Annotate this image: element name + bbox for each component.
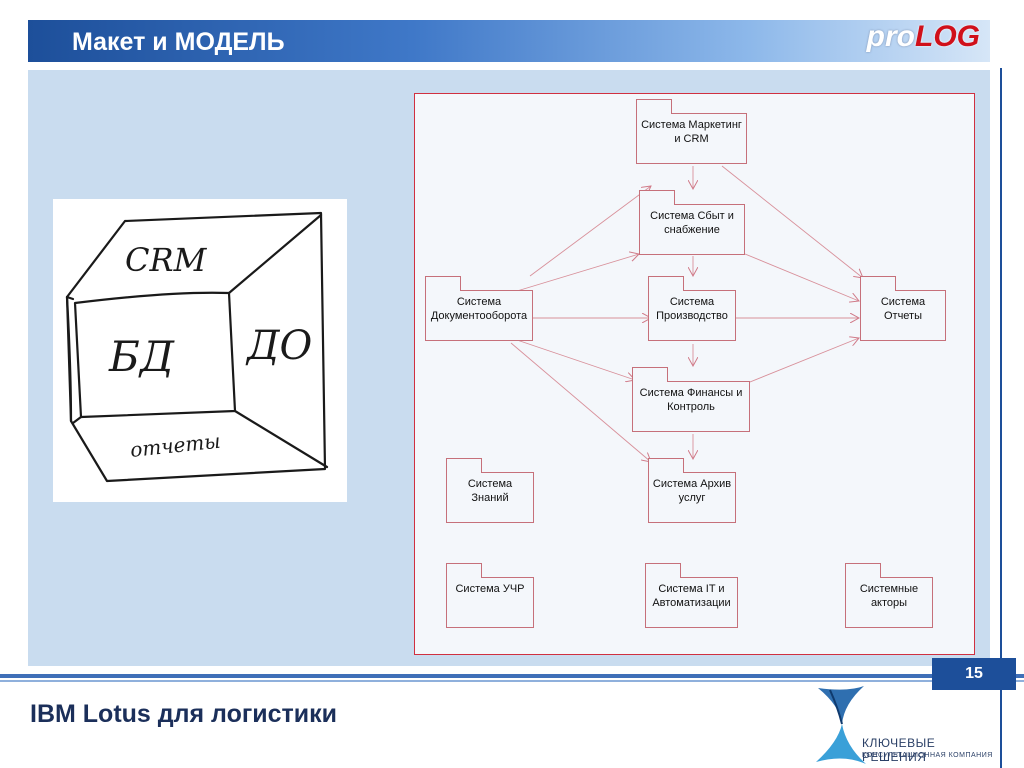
package-tab	[645, 563, 681, 578]
package-knowledge[interactable]: Система Знаний	[446, 458, 534, 523]
arrow-finance-reports	[744, 338, 859, 385]
package-label: Система УЧР	[455, 583, 525, 595]
package-hr[interactable]: Система УЧР	[446, 563, 534, 628]
package-label: Системные акторы	[859, 583, 919, 609]
package-docflow[interactable]: Система Документооборота	[425, 276, 533, 341]
right-divider	[1000, 68, 1002, 768]
package-tab	[860, 276, 896, 291]
sketch-label-reports: отчеты	[129, 429, 222, 462]
package-tab	[446, 563, 482, 578]
hourglass-icon	[816, 686, 866, 764]
sketch-cube-drawing: CRM БД ДО отчеты	[65, 211, 329, 483]
sketch-label-crm: CRM	[125, 241, 208, 279]
package-label: Система Документооборота	[430, 296, 528, 322]
package-marketing-crm[interactable]: Система Маркетинг и CRM	[636, 99, 747, 164]
package-label: Система Производство	[656, 296, 728, 322]
package-it-automation[interactable]: Система IT и Автоматизации	[645, 563, 738, 628]
package-label: Система Отчеты	[880, 296, 926, 322]
package-tab	[632, 367, 668, 382]
slide-title: Макет и МОДЕЛЬ	[72, 28, 285, 56]
package-tab	[845, 563, 881, 578]
package-finance-control[interactable]: Система Финансы и Контроль	[632, 367, 750, 432]
arrow-sales-reports	[744, 253, 859, 301]
package-label: Система Сбыт и снабжение	[650, 210, 734, 236]
package-tab	[648, 276, 684, 291]
package-reports[interactable]: Система Отчеты	[860, 276, 946, 341]
package-tab	[425, 276, 461, 291]
package-system-actors[interactable]: Системные акторы	[845, 563, 933, 628]
package-tab	[636, 99, 672, 114]
footer-rule-light	[0, 680, 1024, 682]
package-label: Система Знаний	[467, 478, 513, 504]
package-archive[interactable]: Система Архив услуг	[648, 458, 736, 523]
package-label: Система IT и Автоматизации	[652, 583, 731, 609]
dependency-arrows	[510, 165, 976, 656]
company-name: КЛЮЧЕВЫЕ РЕШЕНИЯ	[862, 736, 936, 764]
arrow-docflow-finance	[516, 339, 635, 380]
company-logo: КЛЮЧЕВЫЕ РЕШЕНИЯ КОНСУЛЬТАЦИОННАЯ КОМПАН…	[800, 684, 1000, 768]
package-production[interactable]: Система Производство	[648, 276, 736, 341]
package-tab	[446, 458, 482, 473]
sketch-label-do: ДО	[245, 323, 312, 369]
sketch-label-bd: БД	[108, 332, 175, 381]
hand-sketch: CRM БД ДО отчеты	[53, 199, 347, 502]
logo-log: LOG	[915, 20, 980, 53]
package-label: Система Архив услуг	[652, 478, 732, 504]
arrow-docflow-archive	[510, 342, 651, 462]
package-diagram: Система Маркетинг и CRM Система Сбыт и с…	[414, 93, 975, 655]
prolog-logo: proLOG	[867, 20, 980, 54]
logo-pro: pro	[866, 20, 915, 53]
company-subtitle: КОНСУЛЬТАЦИОННАЯ КОМПАНИЯ	[862, 752, 993, 759]
footer-rule	[0, 674, 1024, 678]
arrow-docflow-marketing	[529, 186, 651, 277]
arrow-docflow-sales	[516, 254, 639, 292]
package-label: Система Финансы и Контроль	[639, 387, 743, 413]
page-number: 15	[932, 658, 1016, 690]
package-label: Система Маркетинг и CRM	[641, 119, 742, 145]
package-sales-supply[interactable]: Система Сбыт и снабжение	[639, 190, 745, 255]
package-tab	[639, 190, 675, 205]
slide-header: Макет и МОДЕЛЬ proLOG	[28, 20, 990, 62]
package-tab	[648, 458, 684, 473]
footer-title: IBM Lotus для логистики	[30, 700, 338, 728]
arrow-marketing-reports	[721, 165, 863, 278]
